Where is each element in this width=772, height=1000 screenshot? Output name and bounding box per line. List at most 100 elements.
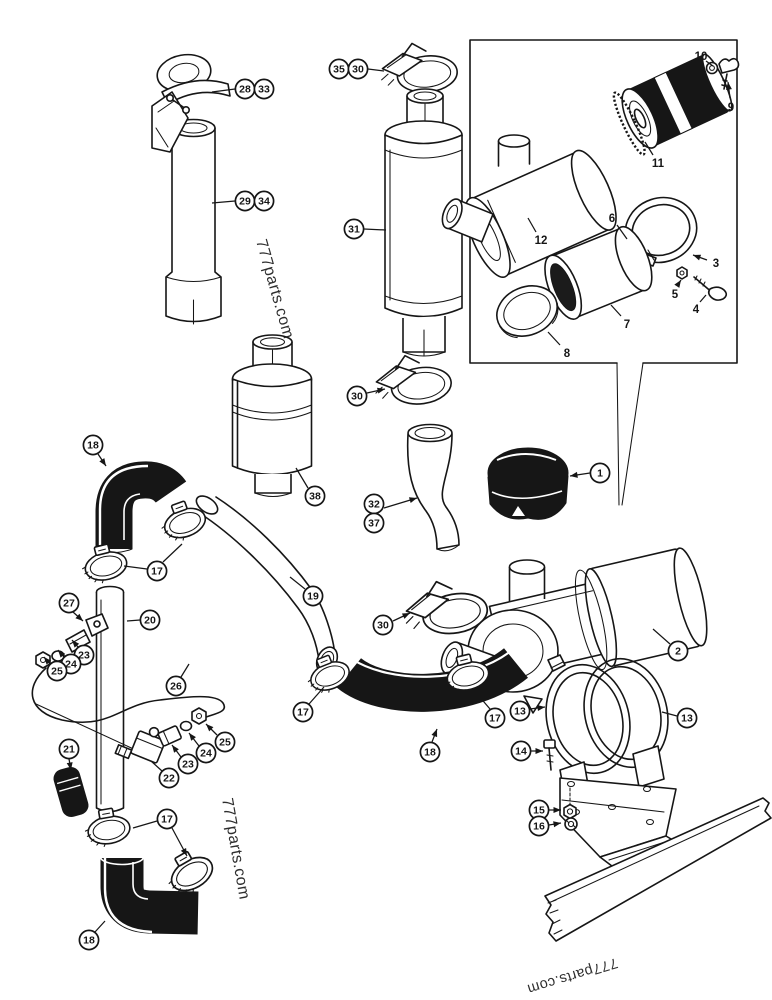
- svg-text:28: 28: [239, 84, 251, 96]
- callout-1: 1: [569, 462, 611, 484]
- callout-30: 30: [346, 385, 386, 407]
- svg-text:6: 6: [609, 213, 615, 225]
- watermark-1: 777parts.com: [252, 237, 297, 341]
- callout-18: 18: [78, 920, 106, 951]
- inset-label-10: 10: [695, 51, 714, 67]
- svg-text:30: 30: [377, 620, 389, 632]
- exhaust-stack-pipe: [165, 118, 222, 325]
- intake-tube-19: [195, 495, 339, 674]
- svg-text:35: 35: [333, 64, 345, 76]
- inset-label-layer: 10 9 11 12 6 3 5 4 7 8: [527, 51, 734, 360]
- svg-text:38: 38: [309, 491, 321, 503]
- svg-text:7: 7: [624, 319, 630, 331]
- svg-text:2: 2: [675, 646, 681, 658]
- callout-18: 18: [82, 434, 107, 467]
- callout-25: 25: [205, 723, 236, 753]
- svg-text:34: 34: [258, 196, 270, 208]
- svg-text:5: 5: [672, 289, 679, 301]
- inset-t-bolt: [693, 275, 728, 301]
- air-cleaner-body: [440, 547, 708, 714]
- svg-text:33: 33: [258, 84, 270, 96]
- svg-text:17: 17: [297, 707, 309, 719]
- svg-text:9: 9: [728, 102, 734, 114]
- svg-text:18: 18: [424, 747, 436, 759]
- svg-text:22: 22: [163, 773, 175, 785]
- plug-21: [53, 766, 89, 818]
- svg-text:23: 23: [78, 650, 90, 662]
- callout-30: 30: [372, 612, 411, 636]
- svg-text:3: 3: [713, 258, 719, 270]
- callout-30: 30: [347, 58, 385, 80]
- callout-32: 32: [363, 493, 418, 515]
- svg-text:30: 30: [352, 64, 364, 76]
- callout-13: 13: [661, 707, 698, 729]
- callout-18: 18: [419, 728, 441, 763]
- svg-text:24: 24: [65, 659, 77, 671]
- svg-text:13: 13: [514, 706, 526, 718]
- hose-clamp-17c: [81, 804, 134, 851]
- svg-text:14: 14: [515, 746, 527, 758]
- muffler-clamp-top: [377, 38, 460, 98]
- callout-26: 26: [165, 663, 190, 697]
- callout-17: 17: [477, 694, 506, 729]
- inset-pointer-funnel: [616, 362, 644, 506]
- inset-label-4: 4: [693, 294, 707, 316]
- svg-text:1: 1: [597, 468, 603, 480]
- callout-23: 23: [171, 744, 199, 775]
- inset-label-3: 3: [692, 254, 719, 270]
- svg-text:17: 17: [489, 713, 501, 725]
- band-bolt-14: [543, 739, 556, 771]
- callout-14: 14: [510, 740, 543, 762]
- callout-17: 17: [292, 686, 325, 723]
- svg-text:8: 8: [564, 348, 571, 360]
- muffler: [384, 88, 463, 357]
- svg-text:4: 4: [693, 304, 700, 316]
- inset-air-cleaner-housing: [441, 134, 617, 278]
- callout-17: 17: [123, 543, 183, 582]
- callout-22: 22: [150, 760, 180, 789]
- rain-cap: [151, 53, 231, 153]
- svg-text:31: 31: [348, 224, 360, 236]
- svg-text:29: 29: [239, 196, 251, 208]
- svg-text:25: 25: [51, 666, 63, 678]
- frame-rail: [544, 797, 772, 942]
- svg-text:12: 12: [535, 235, 548, 247]
- callout-29: 29: [211, 190, 256, 212]
- watermark-2: 777parts.com: [218, 797, 253, 901]
- callout-31: 31: [343, 218, 387, 240]
- svg-text:27: 27: [63, 598, 75, 610]
- callout-37: 37: [363, 512, 385, 534]
- nut-15: [563, 787, 577, 820]
- svg-text:19: 19: [307, 591, 319, 603]
- tube-line-26: [31, 667, 226, 724]
- svg-text:26: 26: [170, 681, 182, 693]
- elbow-hose-upper: [95, 461, 187, 554]
- svg-text:13: 13: [681, 713, 693, 725]
- curved-exhaust-pipe: [406, 423, 460, 552]
- callout-21: 21: [58, 738, 80, 771]
- svg-text:24: 24: [200, 748, 212, 760]
- elbow-hose-lower: [99, 848, 199, 935]
- inset-label-5: 5: [672, 279, 682, 301]
- inset-label-6: 6: [609, 213, 628, 240]
- svg-text:17: 17: [151, 566, 163, 578]
- fitting-chain-lower: [157, 707, 207, 747]
- inset-label-7: 7: [610, 304, 630, 331]
- callout-27: 27: [58, 592, 84, 622]
- callout-38: 38: [295, 467, 326, 507]
- lockwasher-16: [564, 817, 578, 831]
- svg-text:18: 18: [87, 440, 99, 452]
- air-cleaner-cap: [487, 447, 569, 520]
- callout-24: 24: [188, 732, 217, 764]
- svg-text:30: 30: [351, 391, 363, 403]
- callout-15: 15: [528, 799, 561, 821]
- svg-text:16: 16: [533, 821, 545, 833]
- inset-filter-element: [612, 53, 733, 156]
- inset-label-11: 11: [644, 141, 665, 170]
- svg-text:11: 11: [652, 158, 665, 170]
- inset-nut-5: [676, 266, 688, 280]
- svg-text:37: 37: [368, 518, 380, 530]
